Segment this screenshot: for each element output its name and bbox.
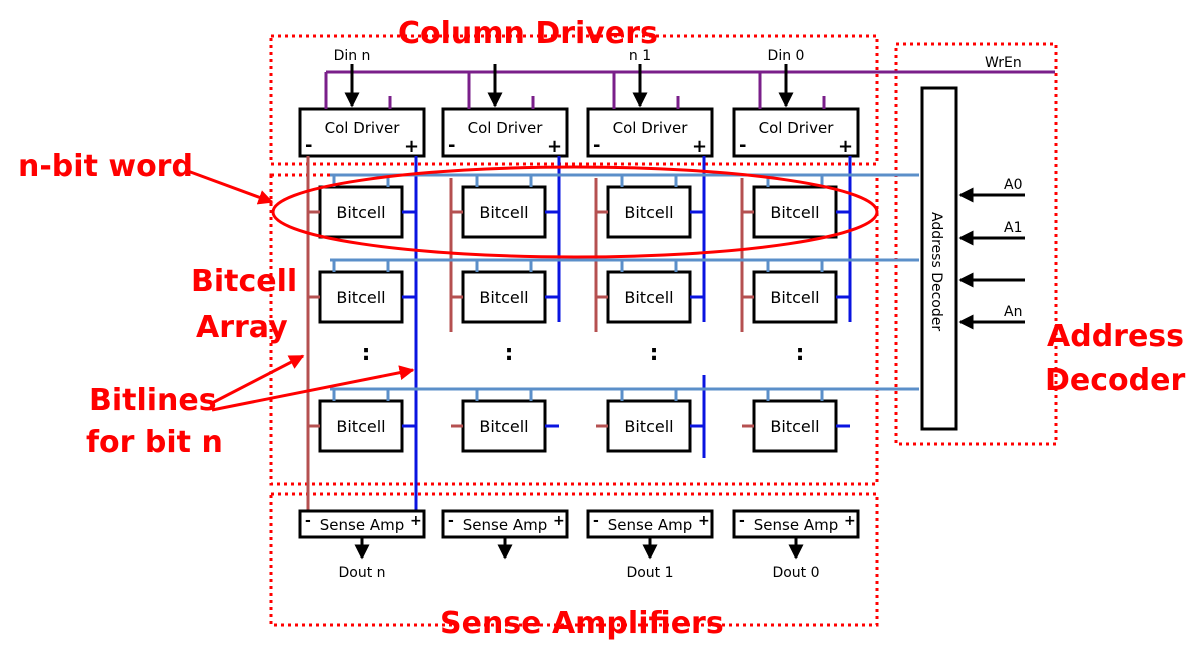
col-driver-box: [586, 107, 714, 158]
ellipsis: :: [796, 341, 805, 366]
bitlines-label-1: Bitlines: [89, 383, 217, 418]
bitcell-label: Bitcell: [770, 203, 819, 222]
col-driver-plus: +: [547, 136, 562, 157]
address-decoder-label-1: Address: [1047, 319, 1184, 354]
sense-amp-label: Sense Amp: [608, 516, 692, 534]
col-driver-label: Col Driver: [759, 119, 835, 137]
col-driver-minus: -: [739, 135, 746, 156]
sense-amp-box: [732, 509, 860, 539]
bitcell-box: [461, 185, 547, 239]
bitcell-label: Bitcell: [479, 288, 528, 307]
n-bit-word-label: n-bit word: [18, 149, 193, 184]
bitcell-label: Bitcell: [624, 203, 673, 222]
bitlines-label-2: for bit n: [86, 425, 223, 460]
bitcell-label: Bitcell: [770, 417, 819, 436]
wren-label: WrEn: [985, 55, 1022, 71]
col-driver-plus: +: [838, 136, 853, 157]
bitcell-box: [606, 270, 692, 324]
address-decoder-region: [894, 42, 1058, 446]
wordlines-layer: [330, 173, 919, 391]
sense-amp-box: [298, 509, 426, 539]
n-bit-word-ellipse: [271, 165, 879, 259]
sense-amp-minus: -: [593, 513, 599, 529]
address-input-label: A0: [1004, 177, 1022, 193]
din-label: n 1: [629, 48, 651, 64]
bitcell-box: [318, 185, 404, 239]
address-decoder-text: Address Decoder: [928, 212, 944, 331]
col-driver-box: [441, 107, 569, 158]
column-3: Col Driver-+Din 0BitcellBitcellBitcell:S…: [732, 48, 860, 581]
col-driver-label: Col Driver: [325, 119, 401, 137]
dout-label: Dout 0: [772, 565, 819, 581]
bitcell-label: Bitcell: [336, 288, 385, 307]
bitlines-arrow-neg: [211, 354, 305, 405]
sense-amp-plus: +: [698, 513, 710, 529]
bitcell-box: [606, 399, 692, 453]
bitcell-label: Bitcell: [479, 417, 528, 436]
bitcell-label: Bitcell: [624, 288, 673, 307]
column-drivers-region: [269, 34, 879, 166]
din-label: Din 0: [768, 48, 805, 64]
dout-label: Dout n: [338, 565, 385, 581]
bitcell-array-label-1: Bitcell: [191, 264, 297, 299]
columns-layer: Col Driver-+Din nBitcellBitcellBitcell:S…: [298, 48, 860, 581]
sense-amp-box: [586, 509, 714, 539]
col-driver-label: Col Driver: [468, 119, 544, 137]
address-decoder-label-2: Decoder: [1045, 363, 1185, 398]
sense-amp-minus: -: [448, 513, 454, 529]
sense-amp-plus: +: [553, 513, 565, 529]
address-decoder-box: [920, 86, 958, 431]
col-driver-minus: -: [305, 135, 312, 156]
sense-amplifiers-region: [269, 492, 879, 627]
bitcell-label: Bitcell: [770, 288, 819, 307]
col-driver-plus: +: [404, 136, 419, 157]
col-driver-minus: -: [593, 135, 600, 156]
sense-amp-label: Sense Amp: [754, 516, 838, 534]
bitcell-label: Bitcell: [479, 203, 528, 222]
column-drivers-title: Column Drivers: [398, 16, 658, 51]
bitcell-label: Bitcell: [336, 203, 385, 222]
ellipsis: :: [362, 341, 371, 366]
sense-amp-minus: -: [739, 513, 745, 529]
dout-label: Dout 1: [626, 565, 673, 581]
bitcell-label: Bitcell: [624, 417, 673, 436]
sense-amp-label: Sense Amp: [463, 516, 547, 534]
bitcell-array-label-2: Array: [196, 310, 288, 345]
col-driver-box: [298, 107, 426, 158]
bitcell-label: Bitcell: [336, 417, 385, 436]
sense-amp-plus: +: [410, 513, 422, 529]
column-0: Col Driver-+Din nBitcellBitcellBitcell:S…: [298, 48, 426, 581]
address-input-label: A1: [1004, 220, 1022, 236]
sense-amp-minus: -: [305, 513, 311, 529]
din-label: Din n: [334, 48, 371, 64]
column-1: Col Driver-+BitcellBitcellBitcell:Sense …: [441, 64, 569, 560]
col-driver-plus: +: [692, 136, 707, 157]
sense-amp-label: Sense Amp: [320, 516, 404, 534]
bitlines-arrow-pos: [211, 365, 415, 412]
column-2: Col Driver-+n 1BitcellBitcellBitcell:Sen…: [586, 48, 714, 581]
ellipsis: :: [505, 341, 514, 366]
bitcell-box: [461, 270, 547, 324]
address-input-label: An: [1004, 304, 1022, 320]
col-driver-minus: -: [448, 135, 455, 156]
sense-amp-plus: +: [844, 513, 856, 529]
col-driver-box: [732, 107, 860, 158]
n-bit-word-arrow: [184, 168, 274, 205]
col-driver-label: Col Driver: [613, 119, 689, 137]
sense-amplifiers-title: Sense Amplifiers: [440, 606, 724, 641]
ellipsis: :: [650, 341, 659, 366]
